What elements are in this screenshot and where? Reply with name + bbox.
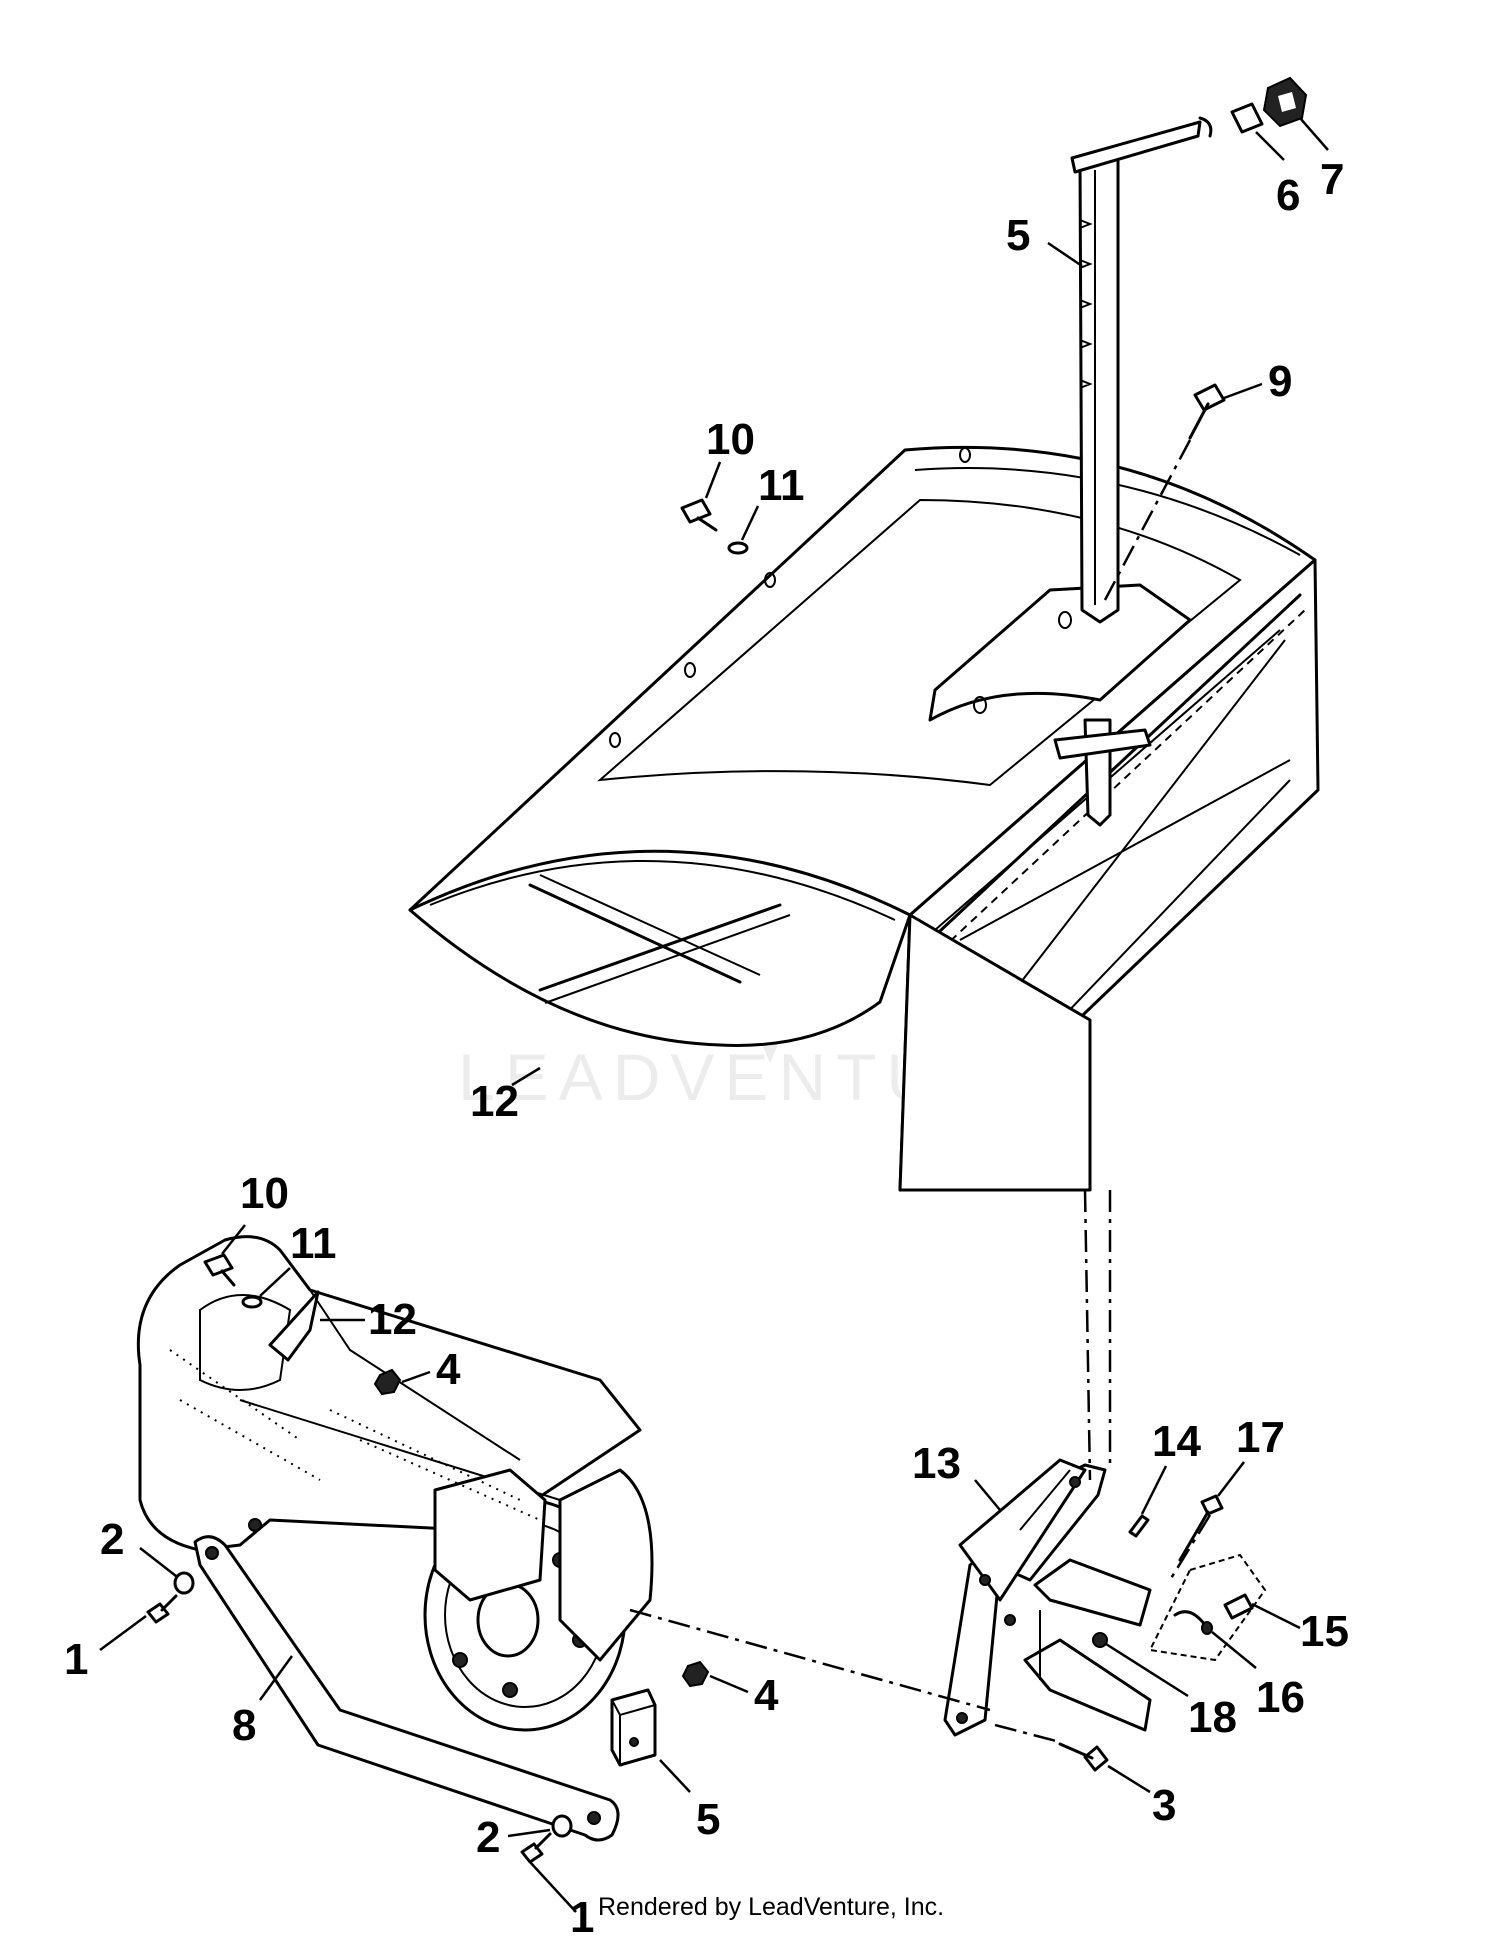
nut-part-4-lower	[681, 1660, 710, 1688]
leader-lines	[99, 117, 1329, 1913]
bolt-part-3	[1058, 1742, 1109, 1772]
callout-5: 5	[696, 1795, 720, 1844]
pin-part-16	[1173, 1610, 1213, 1635]
assembly-line	[994, 1723, 1061, 1744]
knob-part	[1262, 76, 1308, 128]
bracket-part-18	[1023, 1558, 1152, 1732]
mount-bracket-part-13	[943, 1458, 1107, 1737]
callout-14: 14	[1152, 1417, 1201, 1466]
bolt-part-9	[1188, 383, 1226, 440]
callout-4: 4	[754, 1671, 779, 1720]
callout-2: 2	[476, 1813, 500, 1862]
assembly-line	[1083, 1189, 1112, 1481]
callout-17: 17	[1236, 1413, 1285, 1462]
bolt-part-1-left	[146, 1594, 178, 1624]
bracket-part-12-lower	[268, 1290, 320, 1362]
pin-part-14	[1128, 1514, 1150, 1538]
spacer-part-5	[610, 1688, 657, 1767]
spring-part	[1230, 102, 1264, 134]
callout-3: 3	[1152, 1781, 1176, 1830]
assembly-line	[1168, 1514, 1212, 1581]
callout-4: 4	[436, 1345, 461, 1394]
assembly-line	[629, 1608, 991, 1712]
callout-8: 8	[232, 1701, 256, 1750]
callout-9: 9	[1268, 357, 1292, 406]
callout-7: 7	[1320, 155, 1344, 204]
callout-15: 15	[1300, 1607, 1349, 1656]
callout-16: 16	[1256, 1673, 1305, 1722]
callout-18: 18	[1188, 1693, 1237, 1742]
callout-11: 11	[290, 1219, 337, 1268]
callout-12: 12	[470, 1077, 519, 1126]
bolt-part-10-upper	[680, 498, 718, 532]
callout-11: 11	[758, 461, 805, 510]
callout-6: 6	[1276, 171, 1300, 220]
washer-part-11-lower	[241, 1295, 263, 1309]
bolt-part-10-lower	[203, 1253, 236, 1287]
bolt-part-17	[1178, 1494, 1224, 1562]
callout-10: 10	[706, 415, 755, 464]
callout-1: 1	[570, 1893, 594, 1941]
nut-part-4-upper	[373, 1368, 402, 1396]
washer-part-11-upper	[727, 541, 749, 555]
callout-5: 5	[1006, 211, 1030, 260]
callout-2: 2	[100, 1515, 124, 1564]
brace-part-8	[193, 1535, 620, 1842]
credit-text: Rendered by LeadVenture, Inc.	[598, 1893, 945, 1921]
lockwasher-part-2-left	[173, 1571, 195, 1595]
clip-part-15	[1148, 1553, 1267, 1662]
callout-12: 12	[368, 1295, 417, 1344]
callout-10: 10	[240, 1169, 289, 1218]
callout-1: 1	[64, 1635, 88, 1684]
callout-labels: 7 6 5 9 10 11 12 10 11 12 4 2 1 8 4 5 2 …	[64, 155, 1349, 1941]
depth-bar	[1053, 76, 1308, 827]
bolt-part-1-right	[520, 1832, 552, 1864]
callout-13: 13	[912, 1439, 961, 1488]
assembly-line	[1103, 439, 1192, 601]
lockwasher-part-2-right	[551, 1814, 573, 1838]
